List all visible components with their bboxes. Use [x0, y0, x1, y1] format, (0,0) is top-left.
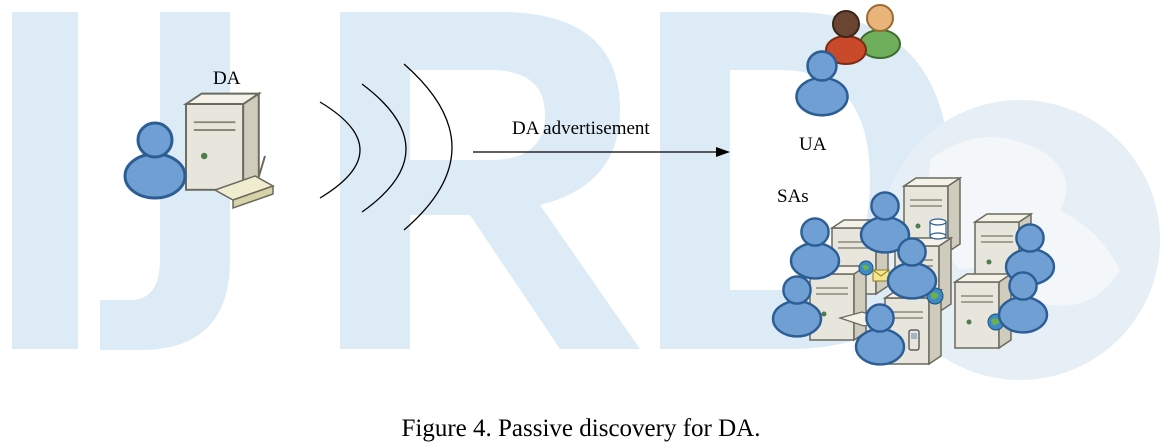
- wave-arc-3: [403, 63, 453, 231]
- arrow-label: DA advertisement: [512, 118, 650, 139]
- wave-arc-2: [361, 83, 407, 213]
- figure-caption: Figure 4. Passive discovery for DA.: [402, 415, 761, 442]
- ua-user-group-icon: [795, 4, 901, 117]
- ua-label: UA: [799, 134, 827, 155]
- broadcast-waves: [319, 63, 453, 231]
- wave-arc-1: [319, 101, 361, 199]
- globe-icon: [858, 260, 874, 276]
- ua-node: UA: [795, 4, 901, 155]
- mobile-phone-icon: [908, 329, 920, 351]
- envelope-icon: [872, 269, 890, 282]
- da-server-icon: [185, 92, 260, 191]
- da-router-icon: [213, 155, 275, 210]
- database-icon: [929, 218, 947, 240]
- sas-node: SAs: [771, 177, 1056, 366]
- watermark-letter-i: [12, 12, 78, 349]
- da-label: DA: [213, 68, 241, 89]
- da-node: DA: [123, 68, 275, 210]
- watermark-letter-r: [340, 12, 640, 349]
- advertisement-arrow: [473, 147, 730, 157]
- sas-label: SAs: [777, 186, 809, 207]
